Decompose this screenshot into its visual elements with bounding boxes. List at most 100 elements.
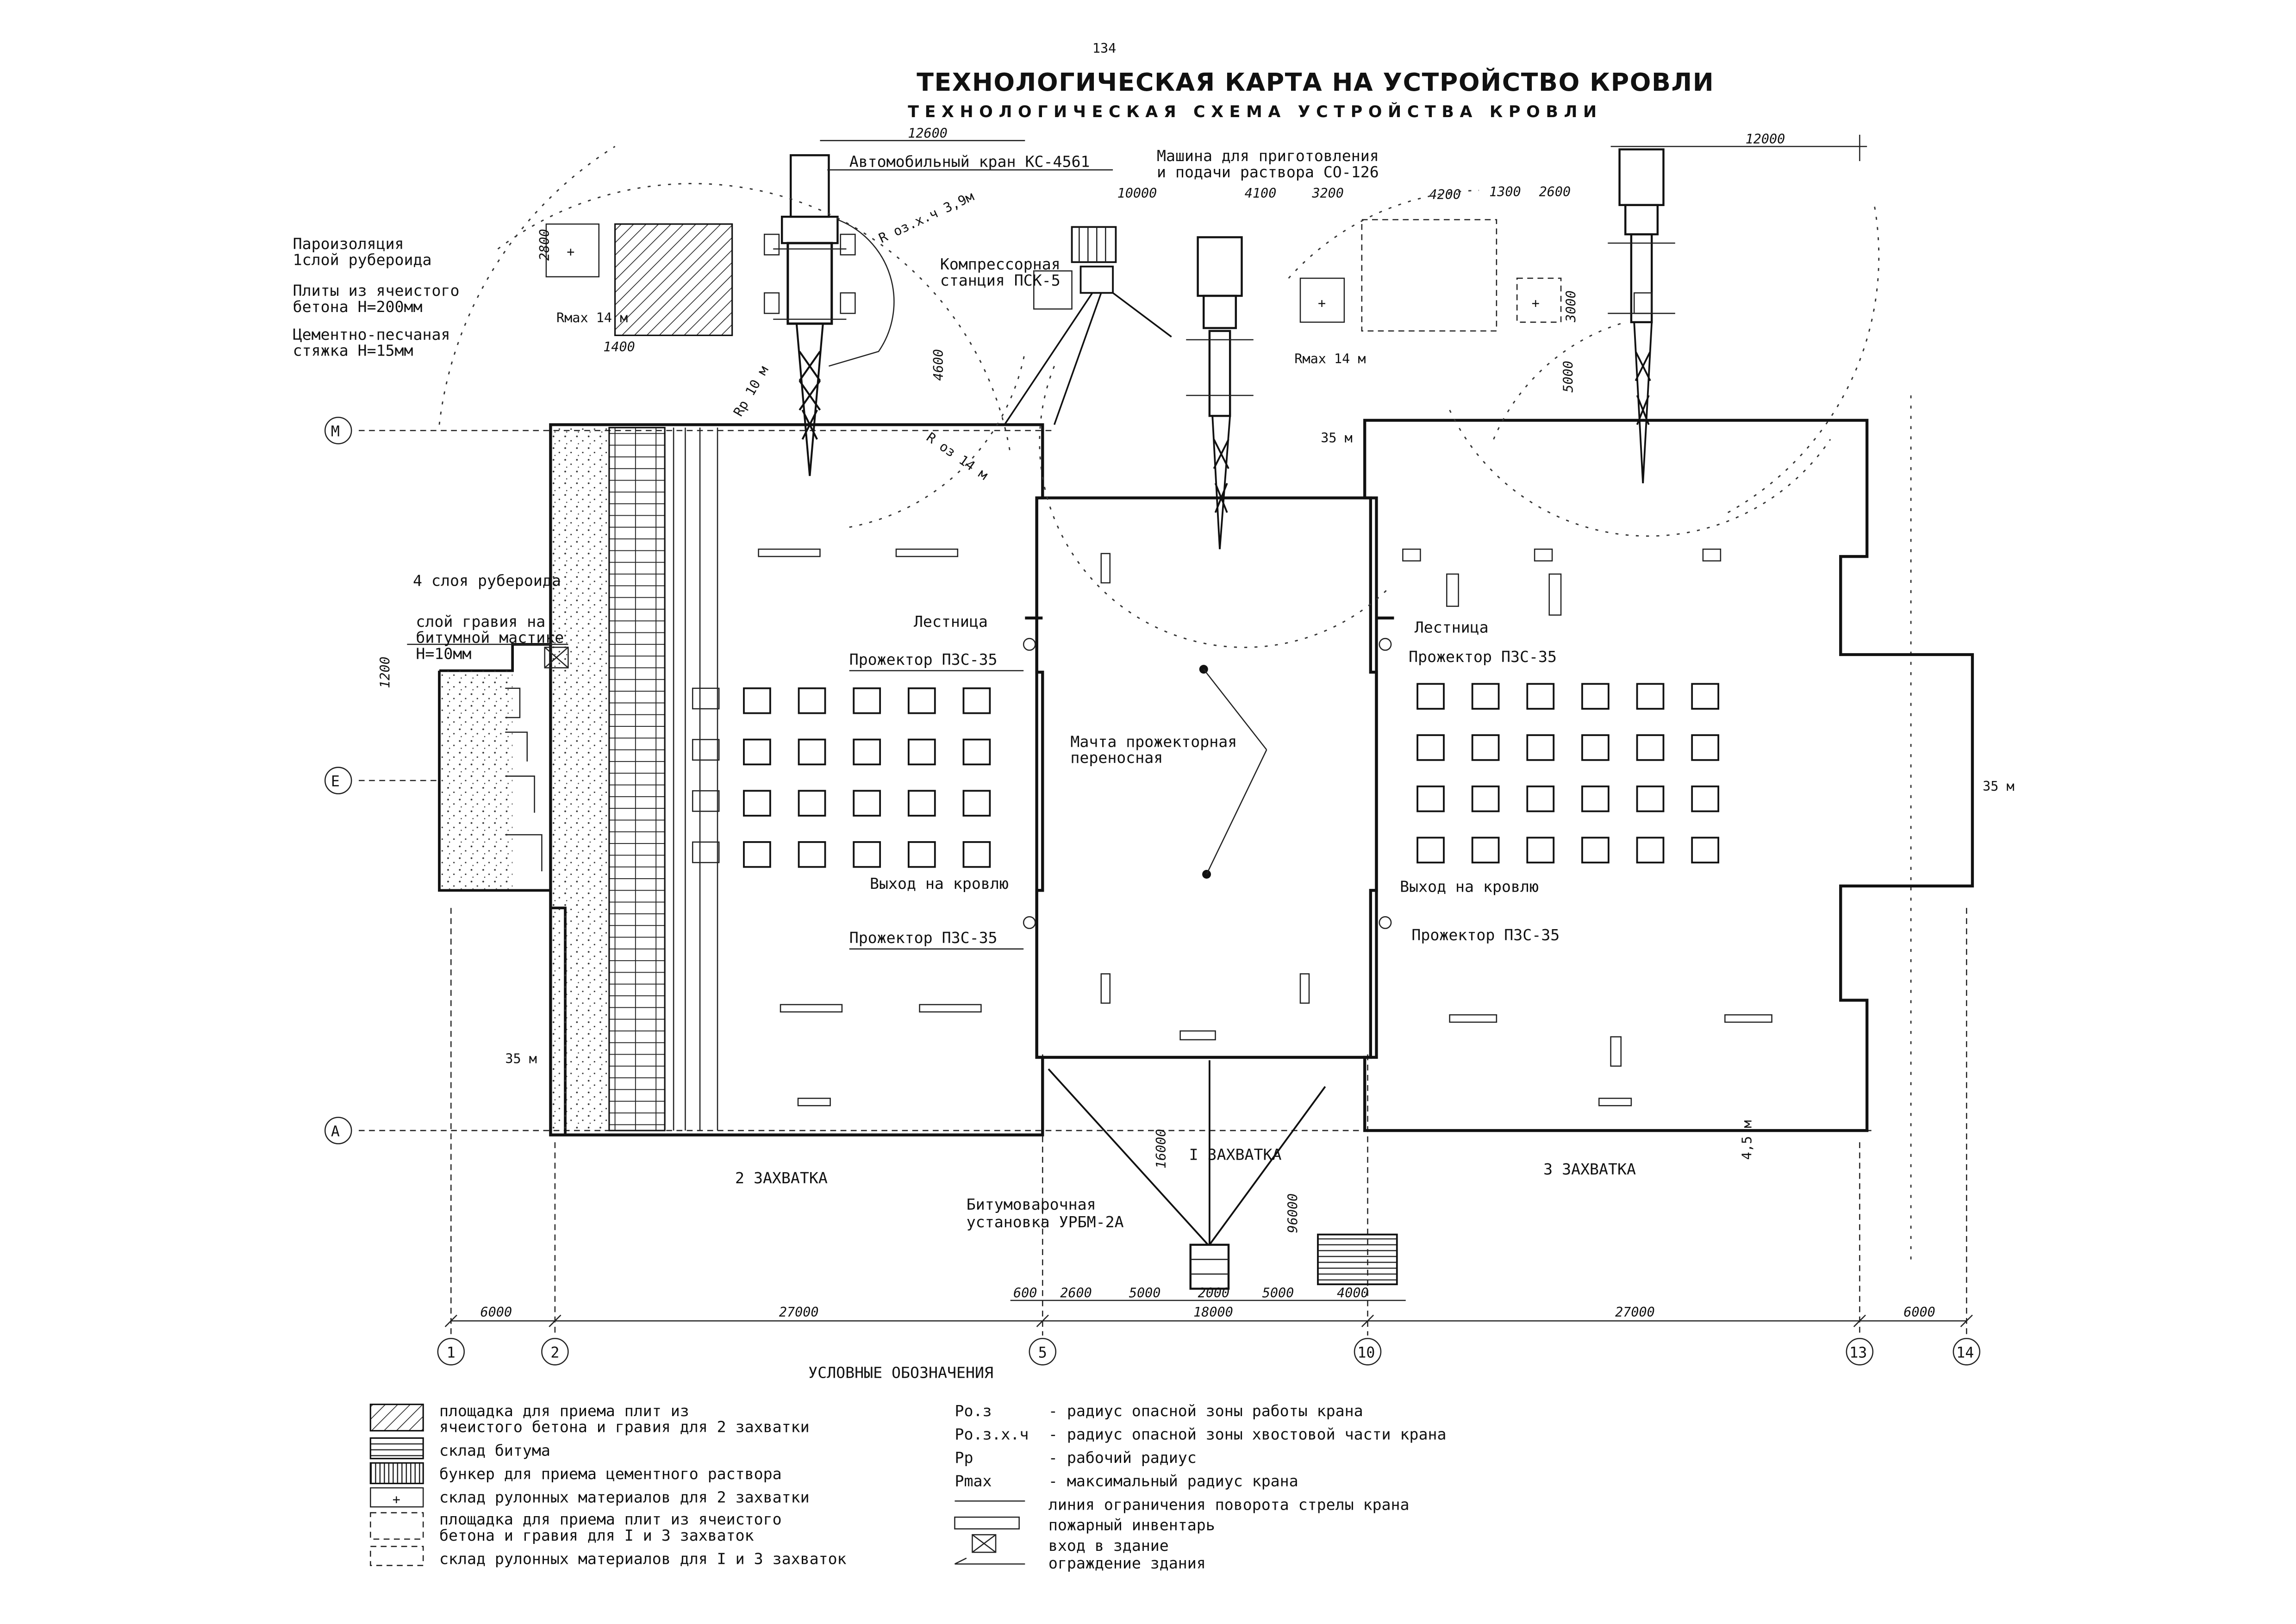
axis-bubble-a xyxy=(324,1117,352,1144)
legend-right-2: - рабочий радиус xyxy=(1048,1449,1197,1467)
svg-text:+: + xyxy=(1532,295,1540,311)
label-slabs-1: Плиты из ячеистого xyxy=(293,281,460,300)
label-crane: Автомобильный кран КС-4561 xyxy=(849,153,1090,171)
drawing-title: ТЕХНОЛОГИЧЕСКАЯ КАРТА НА УСТРОЙСТВО КРОВ… xyxy=(917,68,1714,97)
axis-bubble-2 xyxy=(541,1337,569,1366)
dim-16000-vert: 16000 xyxy=(1154,1129,1169,1169)
legend-right-0: - радиус опасной зоны работы крана xyxy=(1048,1402,1363,1420)
storage-areas-top-left: + + + xyxy=(545,219,1562,336)
label-exit-left: Выход на кровлю xyxy=(870,874,1009,893)
axis-bubble-e xyxy=(324,767,352,794)
slab-cell xyxy=(1636,734,1665,761)
label-bitumen-2: установка УРБМ-2А xyxy=(967,1213,1124,1231)
label-ruberoid4: 4 слоя рубероида xyxy=(413,571,561,589)
slab-cell xyxy=(798,687,826,714)
slab-grid-right xyxy=(1416,683,1720,864)
svg-text:+: + xyxy=(393,1492,400,1507)
slab-cell xyxy=(743,790,771,817)
legend-left-1: ячеистого бетона и гравия для 2 захватки xyxy=(439,1418,810,1436)
slab-cell xyxy=(1581,683,1610,710)
axis-bubble-5 xyxy=(1029,1337,1057,1366)
label-r-oz: R оз 14 м xyxy=(923,430,991,483)
legend-right-4: линия ограничения поворота стрелы крана xyxy=(1048,1495,1410,1513)
label-projector-l2: Прожектор ПЗС-35 xyxy=(849,929,998,947)
slab-cell xyxy=(853,687,881,714)
label-r35-left: 35 м xyxy=(505,1051,537,1067)
page-number: 134 xyxy=(1092,41,1116,56)
label-rmax-mid: Rмах 14 м xyxy=(1294,351,1366,366)
slab-cell xyxy=(1581,734,1610,761)
dim-3200: 3200 xyxy=(1311,186,1344,201)
label-mast-2: переносная xyxy=(1070,749,1163,767)
slab-cell xyxy=(907,738,936,766)
axis-label-e: Е xyxy=(331,774,340,790)
legend-left-3: бункер для приема цементного раствора xyxy=(439,1465,782,1483)
slab-cell xyxy=(1636,837,1665,864)
legend-sym-pp: Рр xyxy=(955,1449,973,1467)
legend-left-2: склад битума xyxy=(439,1441,550,1459)
slab-cell xyxy=(907,790,936,817)
axis-bubbles: М Е А 1 2 5 10 13 14 xyxy=(324,417,1981,1366)
legend-sym-poz: Ро.з xyxy=(955,1402,992,1420)
axis-label-10: 10 xyxy=(1357,1344,1375,1361)
slab-cell xyxy=(1526,785,1555,812)
building-outline xyxy=(438,418,1974,1137)
slab-cell xyxy=(962,687,991,714)
slab-cell xyxy=(1471,837,1500,864)
dim-b-5000b: 5000 xyxy=(1262,1286,1294,1301)
label-r35: 35 м xyxy=(1321,430,1353,445)
dim-1400-hor: 1400 xyxy=(603,339,635,355)
legend-left-0: площадка для приема плит из xyxy=(439,1402,689,1420)
dim-b-2600: 2600 xyxy=(1060,1286,1092,1301)
label-vapor-2: 1слой рубероида xyxy=(293,251,432,269)
dim-top-12000: 12000 xyxy=(1746,131,1785,147)
axis-label-2: 2 xyxy=(550,1344,559,1361)
slab-cell xyxy=(962,841,991,868)
slab-cell xyxy=(1691,785,1720,812)
material-strip xyxy=(608,427,718,1131)
slab-cell xyxy=(798,738,826,766)
label-zone-2: 2 ЗАХВАТКА xyxy=(735,1169,828,1187)
dim-bottom-27000-right: 27000 xyxy=(1615,1305,1655,1320)
label-projector-r2: Прожектор ПЗС-35 xyxy=(1411,926,1560,944)
label-screed-2: стяжка Н=15мм xyxy=(293,342,413,360)
label-vapor-1: Пароизоляция xyxy=(293,235,404,253)
crane-mid-drawing xyxy=(1186,236,1254,550)
slab-cell xyxy=(1416,734,1445,761)
label-compressor-1: Компрессорная xyxy=(940,255,1061,273)
dim-bottom-27000-left: 27000 xyxy=(779,1305,819,1320)
label-rmax-left: Rмах 14 м xyxy=(556,310,628,325)
misc-marks xyxy=(692,548,1772,1106)
label-bitumen-1: Битумоварочная xyxy=(967,1195,1096,1213)
slab-cell xyxy=(1416,785,1445,812)
label-stairs-left: Лестница xyxy=(914,612,988,631)
slab-cell xyxy=(743,841,771,868)
dim-top-12600: 12600 xyxy=(908,125,948,141)
dim-bottom-18000: 18000 xyxy=(1193,1305,1233,1320)
compressor-and-machine xyxy=(1004,226,1172,425)
slab-cell xyxy=(907,687,936,714)
axis-bubble-m xyxy=(324,417,352,444)
slab-cell xyxy=(1581,785,1610,812)
label-screed-1: Цементно-песчаная xyxy=(293,325,450,344)
slab-grid-left xyxy=(743,687,991,868)
slab-cell xyxy=(1526,683,1555,710)
legend-left-6: бетона и гравия для I и 3 захваток xyxy=(439,1526,754,1544)
slab-cell xyxy=(1526,734,1555,761)
bitumen-installation xyxy=(1048,1060,1398,1290)
label-projector-r1: Прожектор ПЗС-35 xyxy=(1409,648,1557,666)
label-zone-1: I ЗАХВАТКА xyxy=(1189,1145,1282,1163)
slab-cell xyxy=(1416,837,1445,864)
slab-cell xyxy=(1471,734,1500,761)
label-gravel-2: битумной мастике xyxy=(416,629,564,647)
legend-right-1: - радиус опасной зоны хвостовой части кр… xyxy=(1048,1425,1447,1443)
label-projector-l1: Прожектор ПЗС-35 xyxy=(849,650,998,668)
dim-b-4000: 4000 xyxy=(1337,1286,1369,1301)
legend-left-5: площадка для приема плит из ячеистого xyxy=(439,1510,782,1528)
axis-label-m: М xyxy=(331,424,340,440)
projector-symbols xyxy=(849,637,1392,950)
legend-left-4: склад рулонных материалов для 2 захватки xyxy=(439,1488,810,1506)
top-dimension-lines xyxy=(820,135,1867,161)
slab-cell xyxy=(853,738,881,766)
